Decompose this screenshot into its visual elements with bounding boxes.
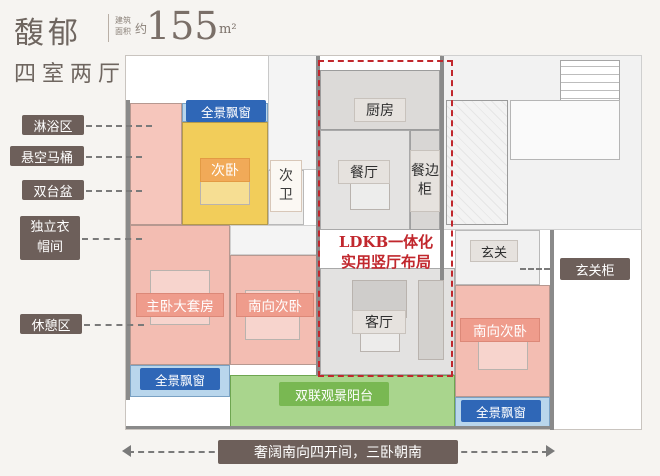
ldkb-outline: [318, 60, 453, 377]
footer-arrow-right-icon: [546, 445, 555, 457]
callout-entry-cabinet: 玄关柜: [560, 258, 630, 280]
callout-lounge: 休憩区: [20, 314, 82, 334]
core-room: [510, 100, 620, 160]
foyer-label: 玄关: [470, 240, 518, 262]
callout-wall-toilet: 悬空马桶: [10, 146, 84, 166]
wall: [550, 230, 554, 430]
second-bedroom-area: [182, 122, 268, 225]
living-label: 客厅: [352, 310, 406, 334]
callout-leader: [86, 156, 142, 158]
callout-leader: [82, 238, 142, 240]
sofa-furniture: [418, 280, 444, 360]
callout-shower: 淋浴区: [22, 115, 84, 135]
callout-leader: [86, 125, 152, 127]
south-bedroom-right-label: 南向次卧: [460, 318, 540, 342]
area-unit: m²: [219, 22, 237, 37]
project-name: 馥郁: [14, 16, 82, 51]
header-divider: [108, 14, 109, 42]
wall: [126, 426, 554, 429]
side-cabinet-label: 餐边 柜: [410, 150, 440, 212]
window-label-bottom-left: 全景飘窗: [140, 368, 220, 390]
table-furniture: [350, 180, 390, 210]
second-bath-label: 次 卫: [270, 160, 302, 212]
master-suite-label: 主卧大套房: [136, 293, 224, 317]
callout-double-basin: 双台盆: [22, 180, 84, 200]
utility-strip: [268, 55, 318, 170]
balcony-label: 双联观景阳台: [279, 382, 389, 406]
area-prefix: 约: [135, 22, 148, 36]
kitchen-label: 厨房: [354, 98, 406, 122]
footer-caption: 奢阔南向四开间，三卧朝南: [218, 440, 458, 464]
wall: [440, 56, 444, 286]
corridor: [230, 225, 320, 255]
window-label-top: 全景飘窗: [186, 100, 266, 122]
callout-leader: [86, 190, 142, 192]
area-label: 建筑 面积: [115, 16, 131, 36]
south-bedroom-left-label: 南向次卧: [236, 293, 314, 317]
footer-arrow-left-icon: [122, 445, 131, 457]
ldkb-line2: 实用竖厅布局: [340, 252, 431, 271]
callout-leader: [520, 268, 550, 270]
window-label-bottom-right: 全景飘窗: [461, 400, 541, 422]
callout-walk-in: 独立衣 帽间: [20, 216, 80, 260]
elevator-shaft: [446, 100, 508, 225]
callout-leader: [84, 324, 144, 326]
dining-label: 餐厅: [338, 160, 390, 184]
master-bath: [130, 103, 182, 225]
second-bedroom-label: 次卧: [200, 158, 250, 182]
ldkb-line1: LDKB一体化: [338, 232, 434, 251]
area-value: 155: [146, 4, 219, 48]
wall: [126, 100, 130, 400]
